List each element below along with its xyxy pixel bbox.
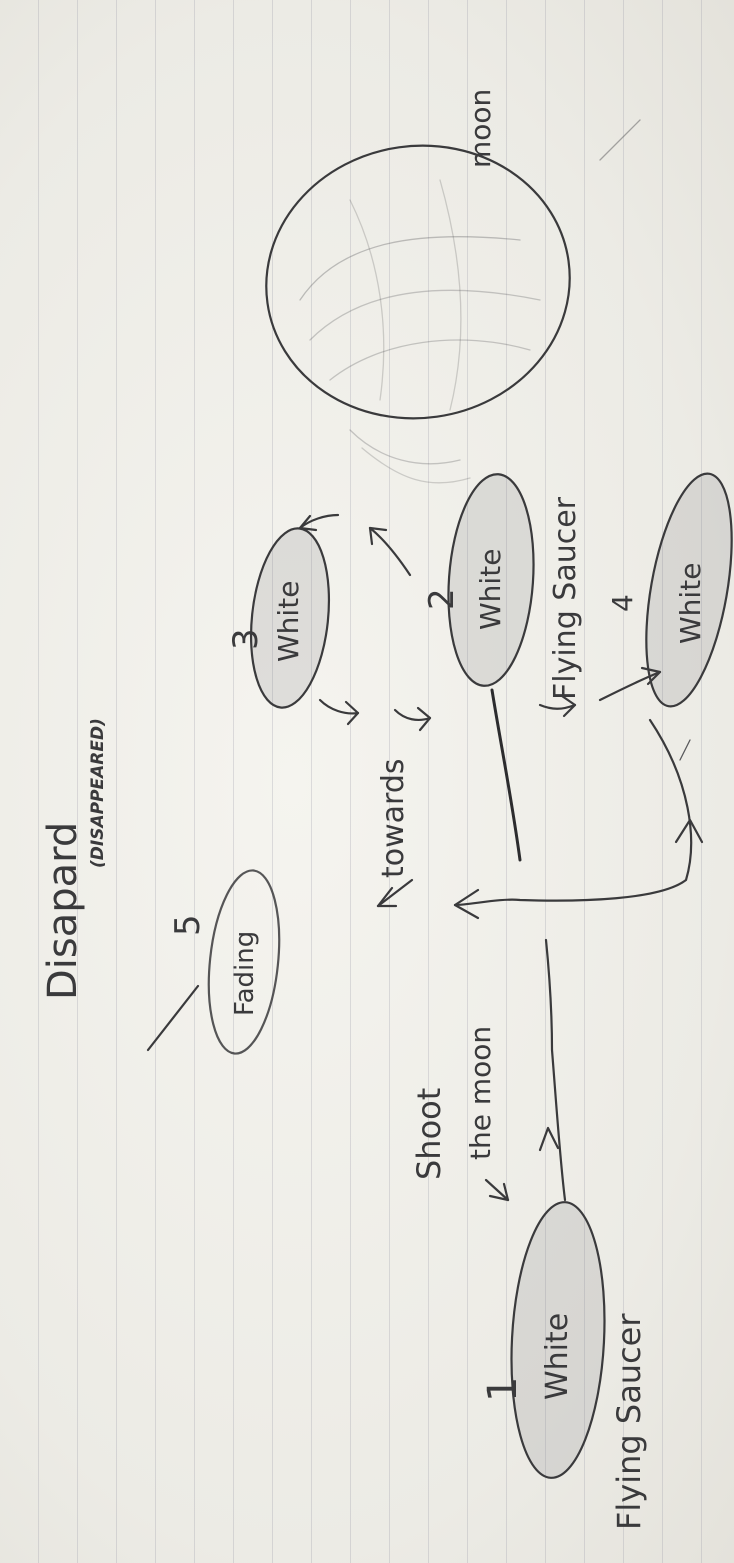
flight-path: [146, 513, 704, 1202]
shoot-label: Shoot: [410, 1087, 448, 1180]
the-moon-label: the moon: [464, 1025, 497, 1160]
flying-saucer-bottom-label: Flying Saucer: [610, 1313, 648, 1530]
saucer-5-label: Fading: [230, 930, 260, 1016]
saucer-4-number: 4: [606, 594, 639, 612]
towards-label: towards: [376, 758, 411, 878]
disappeared-label: Disapard: [40, 821, 86, 1000]
disappeared-caps-label: (DISAPPEARED): [88, 718, 108, 868]
saucer-3-number: 3: [226, 628, 266, 650]
moon-drawing: [265, 119, 641, 484]
saucer-4: [645, 472, 733, 708]
saucer-1: [510, 1201, 606, 1479]
moon-label: moon: [464, 88, 497, 168]
saucer-1-number: 1: [480, 1376, 526, 1402]
saucer-3-label: White: [272, 580, 305, 662]
saucer-2: [447, 473, 535, 687]
saucer-4-label: White: [674, 562, 707, 644]
saucer-2-number: 2: [422, 588, 462, 610]
saucer-5-number: 5: [168, 914, 208, 936]
saucer-5: [207, 869, 281, 1055]
saucer-1-label: White: [540, 1312, 575, 1400]
flying-saucer-top-label: Flying Saucer: [548, 497, 583, 700]
saucer-2-label: White: [474, 548, 507, 630]
